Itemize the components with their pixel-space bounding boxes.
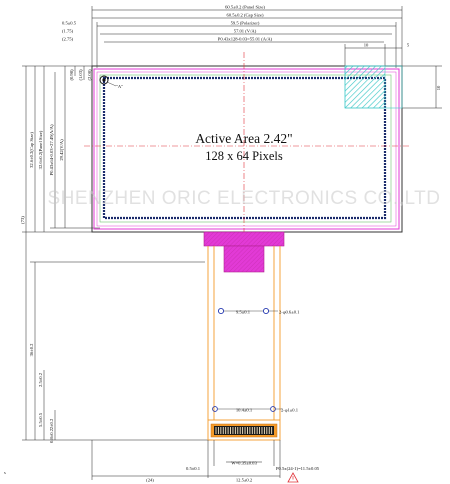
hatched-corner bbox=[344, 65, 386, 109]
dim-panel-size: 60.5±0.2 (Panel Size) bbox=[225, 5, 265, 10]
pin-right bbox=[270, 406, 276, 412]
active-area-pixels: 128 x 64 Pixels bbox=[205, 149, 283, 163]
active-area-title: Active Area 2.42" bbox=[195, 131, 292, 146]
dim-cap-size: 60.5±0.2 (Cap Size) bbox=[227, 13, 264, 18]
dim-left-9: 36±0.2 bbox=[29, 343, 34, 357]
dim-pin-dia: 2-φ1±0.1 bbox=[281, 408, 299, 413]
dim-bottom: (24) bbox=[146, 478, 154, 483]
dim-pitch-total: P0.5x(24-1)=11.5±0.05 bbox=[276, 466, 320, 471]
cap-outline bbox=[96, 71, 397, 227]
dim-left-c: (2.75) bbox=[62, 37, 74, 42]
dim-left-2: (1.03) bbox=[78, 69, 83, 81]
warning-icon bbox=[287, 472, 299, 483]
dim-left-3: (2.08) bbox=[87, 69, 92, 81]
right-dimension bbox=[402, 65, 442, 109]
dim-tail-width: 12.5±0.2 bbox=[236, 478, 253, 483]
dim-left-b: (1.75) bbox=[62, 29, 74, 34]
fpc-tail bbox=[207, 246, 281, 441]
active-area bbox=[102, 76, 387, 220]
pin-left bbox=[212, 406, 218, 412]
marker-a-circle bbox=[99, 75, 109, 85]
dim-left-8: (73) bbox=[20, 216, 25, 224]
dim-right-b: 5 bbox=[407, 43, 410, 48]
dim-polarizer: 59.5 (Polarizer) bbox=[231, 21, 260, 26]
dim-left-a: 0.5±0.5 bbox=[62, 21, 77, 26]
dim-left-4: 29.42(V/A) bbox=[59, 139, 64, 161]
origin-mark: s bbox=[4, 470, 6, 475]
dim-left-11: 5.5±0.5 bbox=[38, 412, 43, 427]
polarizer-outline bbox=[93, 68, 400, 230]
dim-pin-pitch: 10.4±0.1 bbox=[236, 408, 253, 413]
contact-pins bbox=[210, 423, 278, 438]
hatched-corner-outline bbox=[344, 65, 403, 109]
dim-left-13: 0.8±0.2 bbox=[49, 428, 54, 443]
marker-a-dot bbox=[102, 78, 106, 82]
dim-left-10: 2.5±0.2 bbox=[38, 372, 43, 387]
dim-left-5: P0.43x64-0.03=27.49(A/A) bbox=[49, 124, 54, 175]
dim-va: 57.01 (V/A) bbox=[234, 29, 257, 34]
watermark: SHENZHEN ORIC ELECTRONICS CO.,LTD bbox=[47, 188, 440, 209]
hole-left bbox=[217, 307, 225, 315]
dim-right: 10 bbox=[436, 85, 441, 90]
dim-left-7: 32.6±0.2(Cap Size) bbox=[29, 132, 34, 168]
dim-hole-dia: 2-φ0.6±0.1 bbox=[279, 310, 300, 315]
dim-w: W=0.35±0.03 bbox=[231, 461, 257, 466]
marker-a-label: "A" bbox=[116, 84, 123, 89]
dim-left-6: 32.6±0.2(Panel Size) bbox=[38, 130, 43, 169]
top-dimensions bbox=[91, 6, 403, 68]
dim-right-a: 10 bbox=[364, 43, 369, 48]
dim-aa: P0.43x128-0.03=55.01 (A/A) bbox=[218, 37, 273, 42]
dim-hole-pitch: 9.5±0.1 bbox=[236, 310, 251, 315]
viewing-area bbox=[99, 74, 392, 223]
dim-left-1: (0.98) bbox=[69, 69, 74, 81]
dim-left-12: 2±0.2 bbox=[49, 418, 54, 429]
center-lines bbox=[84, 52, 410, 240]
hole-right bbox=[262, 307, 270, 315]
dim-tail-left: 0.5±0.1 bbox=[186, 466, 201, 471]
left-dimensions bbox=[22, 65, 212, 441]
bottom-dimensions bbox=[91, 440, 281, 480]
